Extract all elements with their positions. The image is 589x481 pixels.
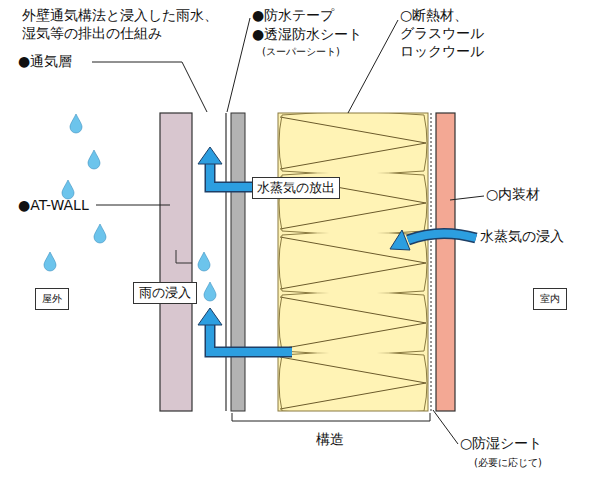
label-box: 水蒸気の放出 — [252, 177, 340, 199]
leader-lines — [92, 18, 484, 444]
callout-label: 構造 — [316, 430, 344, 448]
box-text: 室内 — [540, 292, 560, 306]
vapor-barrier — [431, 113, 432, 411]
structure-bracket — [232, 413, 430, 421]
callout-label: ●通気層 — [18, 52, 72, 70]
at-wall-panel — [160, 113, 192, 411]
callout-label: (必要に応じて) — [474, 456, 542, 469]
box-text: 屋外 — [42, 292, 62, 306]
label-box: 雨の浸入 — [133, 282, 197, 304]
callout-label: ○断熱材、 グラスウール ロックウール — [400, 6, 496, 61]
callout-label: ○防湿シート — [460, 434, 542, 452]
box-text: 水蒸気の放出 — [257, 179, 335, 197]
callout-label: 水蒸気の浸入 — [480, 227, 564, 245]
label-box: 室内 — [533, 288, 567, 310]
waterproof-tape — [231, 113, 245, 411]
callout-label: ●防水テープ — [252, 6, 334, 24]
label-box: 屋外 — [35, 288, 69, 310]
box-text: 雨の浸入 — [139, 284, 191, 302]
diagram-title: 外壁通気構法と浸入した雨水、 湿気等の排出の仕組み — [22, 6, 226, 42]
callout-label: ●透湿防水シート — [252, 25, 362, 43]
flow-arrows — [198, 147, 476, 352]
interior-board — [436, 113, 455, 411]
callout-label: (スーパーシート) — [262, 45, 340, 58]
callout-label: ●AT-WALL — [18, 196, 89, 214]
insulation — [278, 113, 428, 411]
panel-joint — [176, 250, 192, 263]
waterproof-sheet — [225, 113, 226, 411]
callout-label: ○内装材 — [486, 185, 540, 203]
